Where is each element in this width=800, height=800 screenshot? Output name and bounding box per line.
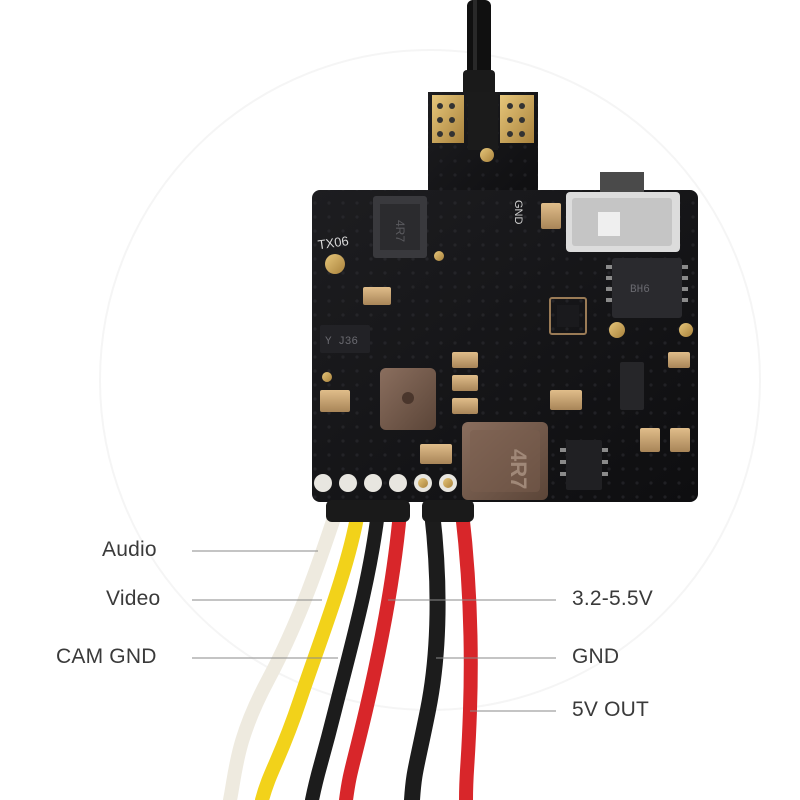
ic-chip-right: [606, 258, 688, 318]
ic-chip-left: [320, 325, 370, 353]
label-cam-gnd: CAM GND: [56, 645, 157, 668]
wire-vin-red: [339, 505, 407, 800]
inductor-marking: 4R7: [506, 449, 531, 489]
component-marking-1: 4R7: [393, 220, 407, 242]
silkscreen-model: TX06: [317, 233, 350, 252]
label-gnd: GND: [572, 645, 620, 668]
label-5v-out: 5V OUT: [572, 698, 650, 721]
test-pad-1: [325, 254, 345, 274]
power-inductor-center: [380, 368, 436, 430]
wire-audio-white: [223, 505, 343, 800]
ic-chip-lower-right: [560, 362, 644, 490]
test-pad-5: [322, 372, 332, 382]
silkscreen-gnd: GND: [512, 200, 524, 225]
label-audio: Audio: [102, 538, 157, 561]
label-voltage-in: 3.2-5.5V: [572, 587, 653, 610]
leader-lines: [192, 550, 556, 712]
ic-marking: Y J36: [325, 336, 358, 348]
slide-switch: [566, 172, 680, 252]
smd-inductor-top: [373, 196, 427, 258]
pcb-tab: [428, 92, 538, 202]
wire-gnd-black: [404, 504, 446, 800]
wire-solder-pads: [314, 474, 457, 492]
power-inductor-4r7: [462, 422, 548, 500]
test-pad-2: [434, 251, 444, 261]
wire-video-yellow: [255, 505, 365, 800]
heatshrink-right: [422, 500, 474, 522]
ic-small-center: [549, 297, 587, 335]
ceramic-capacitors: [320, 203, 690, 464]
wire-cam-gnd-black: [305, 505, 385, 800]
test-pad-4: [679, 323, 693, 337]
component-marking-2: BH6: [630, 284, 650, 296]
wire-5v-out-red: [455, 505, 478, 800]
antenna: [463, 0, 495, 100]
wires: [223, 504, 478, 800]
heatshrink-left: [326, 500, 410, 522]
test-pad-3: [609, 322, 625, 338]
label-video: Video: [106, 587, 161, 610]
